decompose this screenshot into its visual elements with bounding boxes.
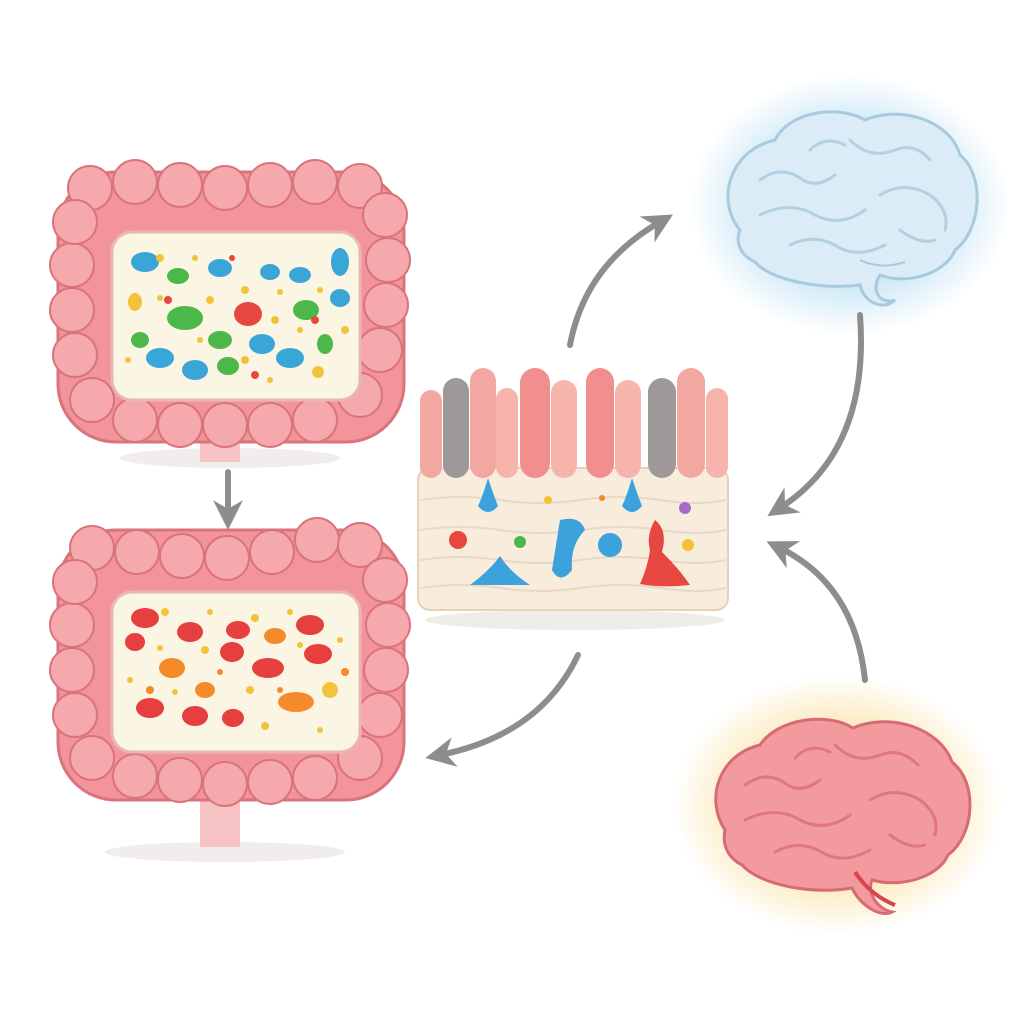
dysbiotic-microbes — [125, 608, 349, 733]
healthy-brain — [690, 75, 1010, 335]
colon-dysbiotic-microbiome-icon — [49, 517, 411, 807]
intestinal-barrier — [417, 368, 729, 630]
intestinal-epithelium-icon — [417, 368, 729, 611]
colon-healthy-microbiome-icon — [49, 159, 411, 448]
brain-inflamed-icon — [714, 717, 972, 915]
arrow-barrier-to-healthy-brain — [567, 214, 674, 348]
arrow-healthy-brain-to-barrier — [767, 312, 864, 517]
brain-healthy-icon — [726, 110, 979, 307]
healthy-gut — [49, 159, 411, 468]
immune-cells — [449, 478, 694, 587]
arrow-barrier-to-dysbiotic-gut — [425, 652, 581, 767]
healthy-microbes — [125, 248, 350, 383]
villi — [420, 368, 728, 478]
inflamed-brain — [673, 675, 1003, 935]
arrow-inflamed-brain-to-barrier — [766, 541, 868, 683]
arrows — [213, 214, 868, 767]
dysbiotic-gut — [49, 517, 411, 862]
